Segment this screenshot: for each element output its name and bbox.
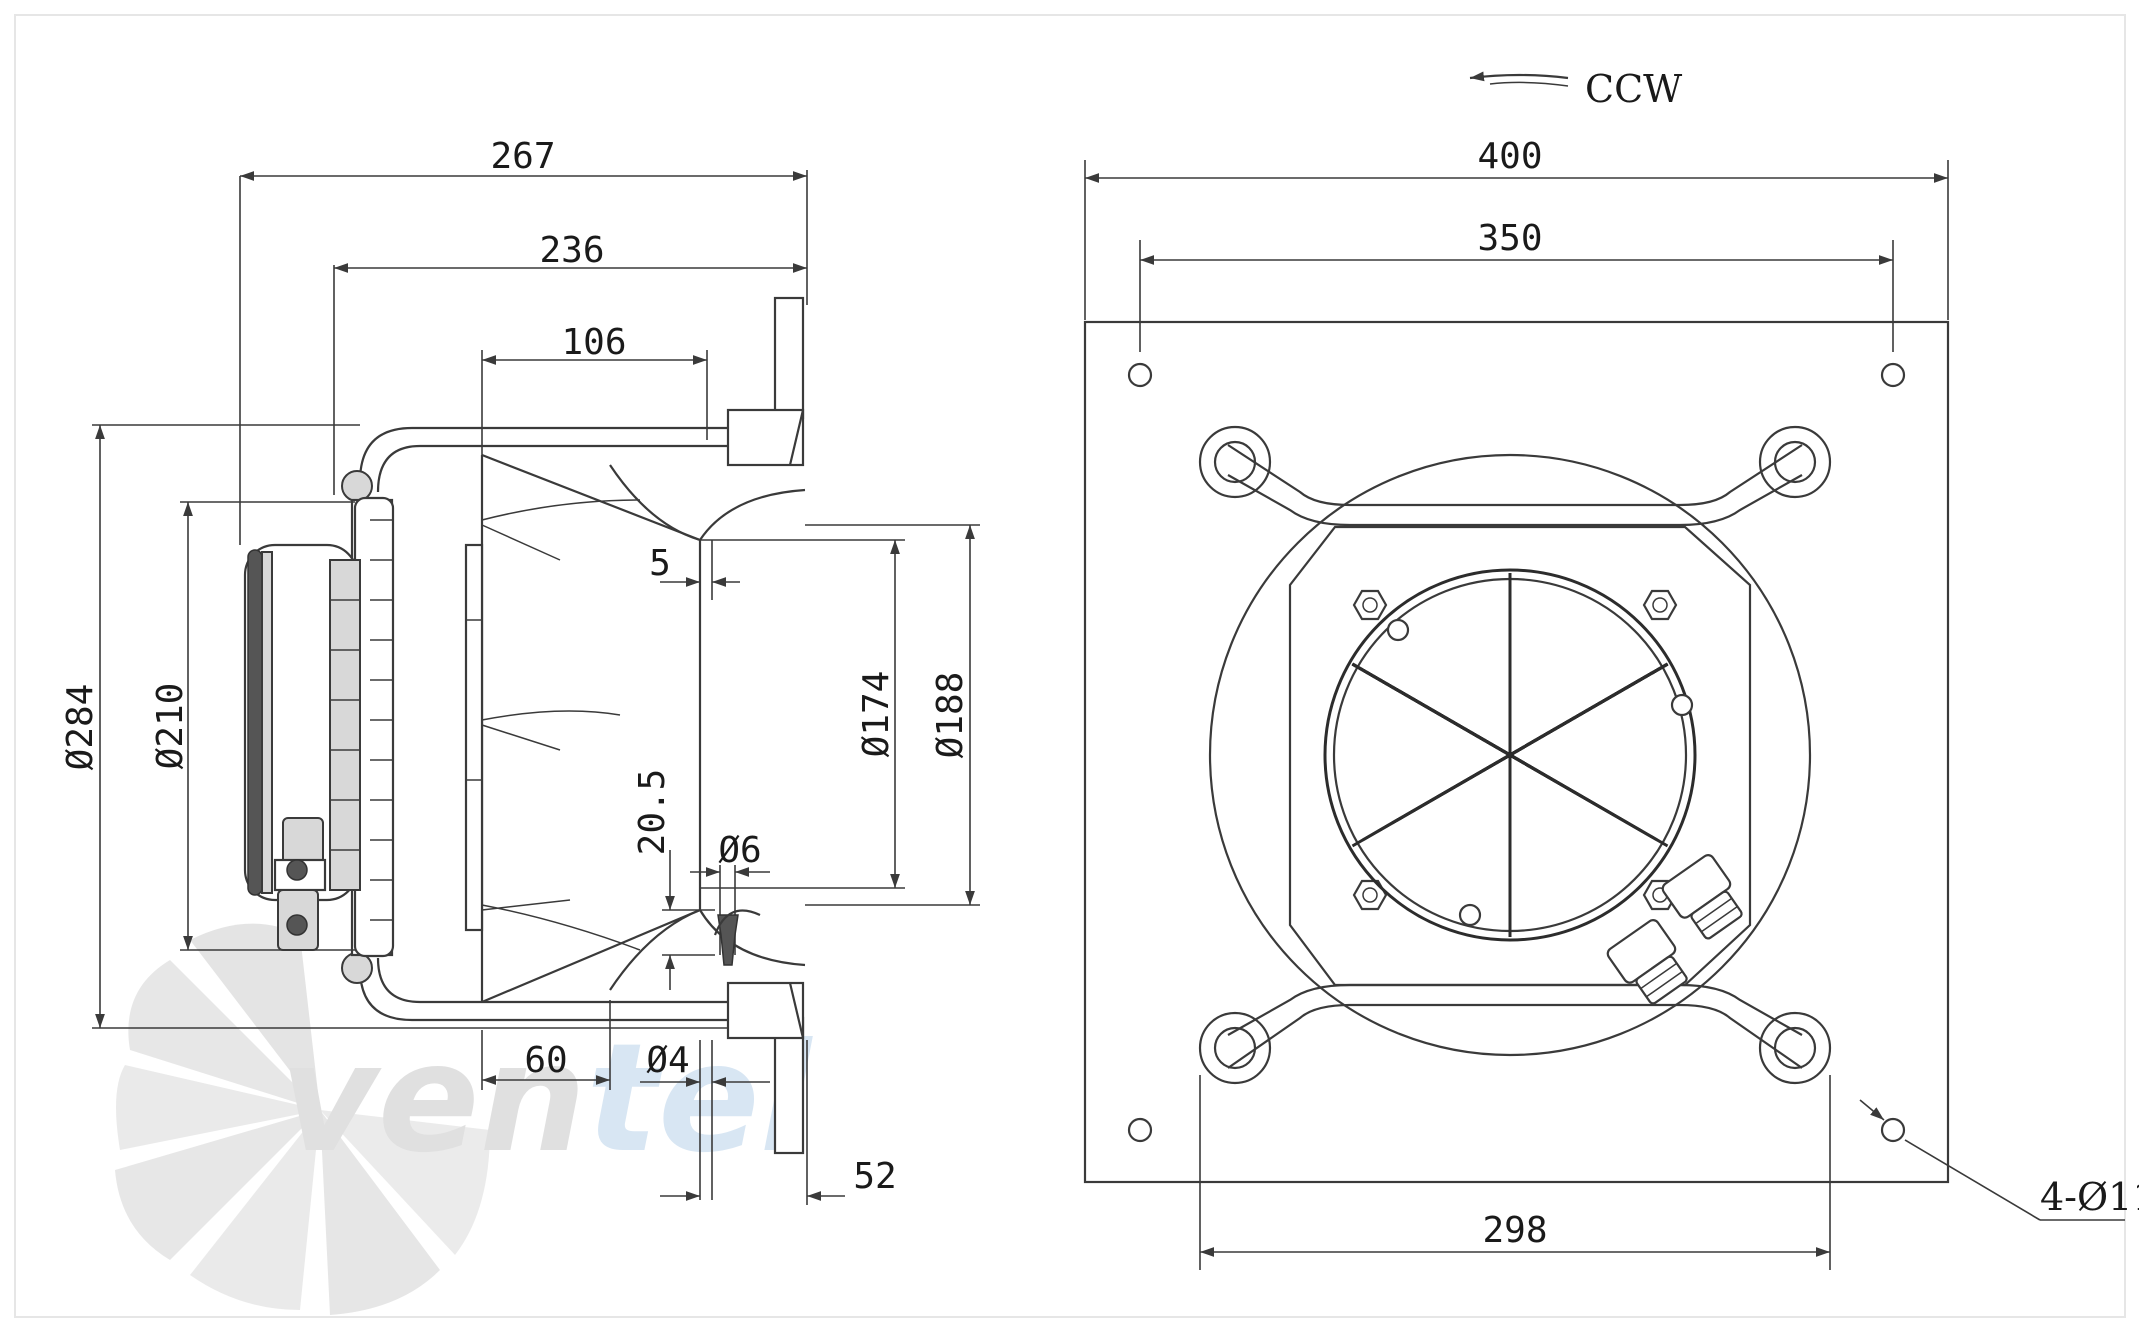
- cooling-fin: [1328, 647, 1673, 850]
- mounting-hole: [1127, 362, 1153, 388]
- rotation-arrow-icon: [1469, 71, 1569, 82]
- dim-6-label: Ø6: [718, 830, 761, 871]
- fan-logo-icon: [115, 923, 490, 1315]
- hex-bolt-icon: [1352, 879, 1388, 911]
- dim-350-label: 350: [1477, 218, 1542, 259]
- side-bracket-bottom: [726, 981, 805, 1040]
- front-cable-gland: [1606, 854, 1743, 1005]
- brand-part1: ven: [280, 1012, 586, 1186]
- dim-267-label: 267: [490, 136, 555, 177]
- cooling-fin: [1347, 647, 1692, 850]
- motor-cooling-fins: [1328, 573, 1692, 937]
- dim-174-label: Ø174: [856, 671, 897, 758]
- front-handle-bottom: [1198, 983, 1832, 1085]
- dim-106-label: 106: [561, 322, 626, 363]
- side-cable-gland: [273, 817, 327, 951]
- side-view: 267 236 106 Ø284 Ø210 Ø174 Ø188: [60, 136, 980, 1205]
- front-motor: [1323, 568, 1697, 942]
- side-bracket-top: [726, 408, 805, 467]
- dim-210-label: Ø210: [150, 683, 191, 770]
- mounting-hole: [1880, 362, 1906, 388]
- dim-188-label: Ø188: [930, 672, 971, 759]
- hex-bolt-icon: [1352, 589, 1388, 621]
- dim-52-label: 52: [853, 1156, 896, 1197]
- dim-20-5-label: 20.5: [632, 769, 673, 856]
- hex-bolt-icon: [1642, 589, 1678, 621]
- dim-4-label: Ø4: [646, 1040, 689, 1081]
- holes-label: 4-Ø11: [2040, 1175, 2139, 1219]
- dim-284-label: Ø284: [60, 684, 101, 771]
- side-rod-top: [358, 426, 728, 483]
- dim-298-label: 298: [1482, 1210, 1547, 1251]
- dim-400-label: 400: [1477, 136, 1542, 177]
- watermark-logo: ventel: [115, 923, 814, 1315]
- front-mounting-plate: [1083, 320, 1950, 1184]
- rotation-label: CCW: [1585, 67, 1682, 111]
- side-mounting-plate: [773, 296, 805, 420]
- front-inlet-ring: [1208, 453, 1812, 1057]
- drawing-frame: [14, 14, 2126, 1318]
- front-view: CCW 400 350: [1083, 67, 2139, 1270]
- dim-5-label: 5: [649, 543, 671, 584]
- side-motor-fins: [247, 519, 392, 921]
- mounting-hole: [1127, 1117, 1153, 1143]
- front-handle-top: [1198, 425, 1832, 527]
- mounting-hole: [1880, 1117, 1906, 1143]
- dim-60-label: 60: [524, 1040, 567, 1081]
- dim-236-label: 236: [539, 230, 604, 271]
